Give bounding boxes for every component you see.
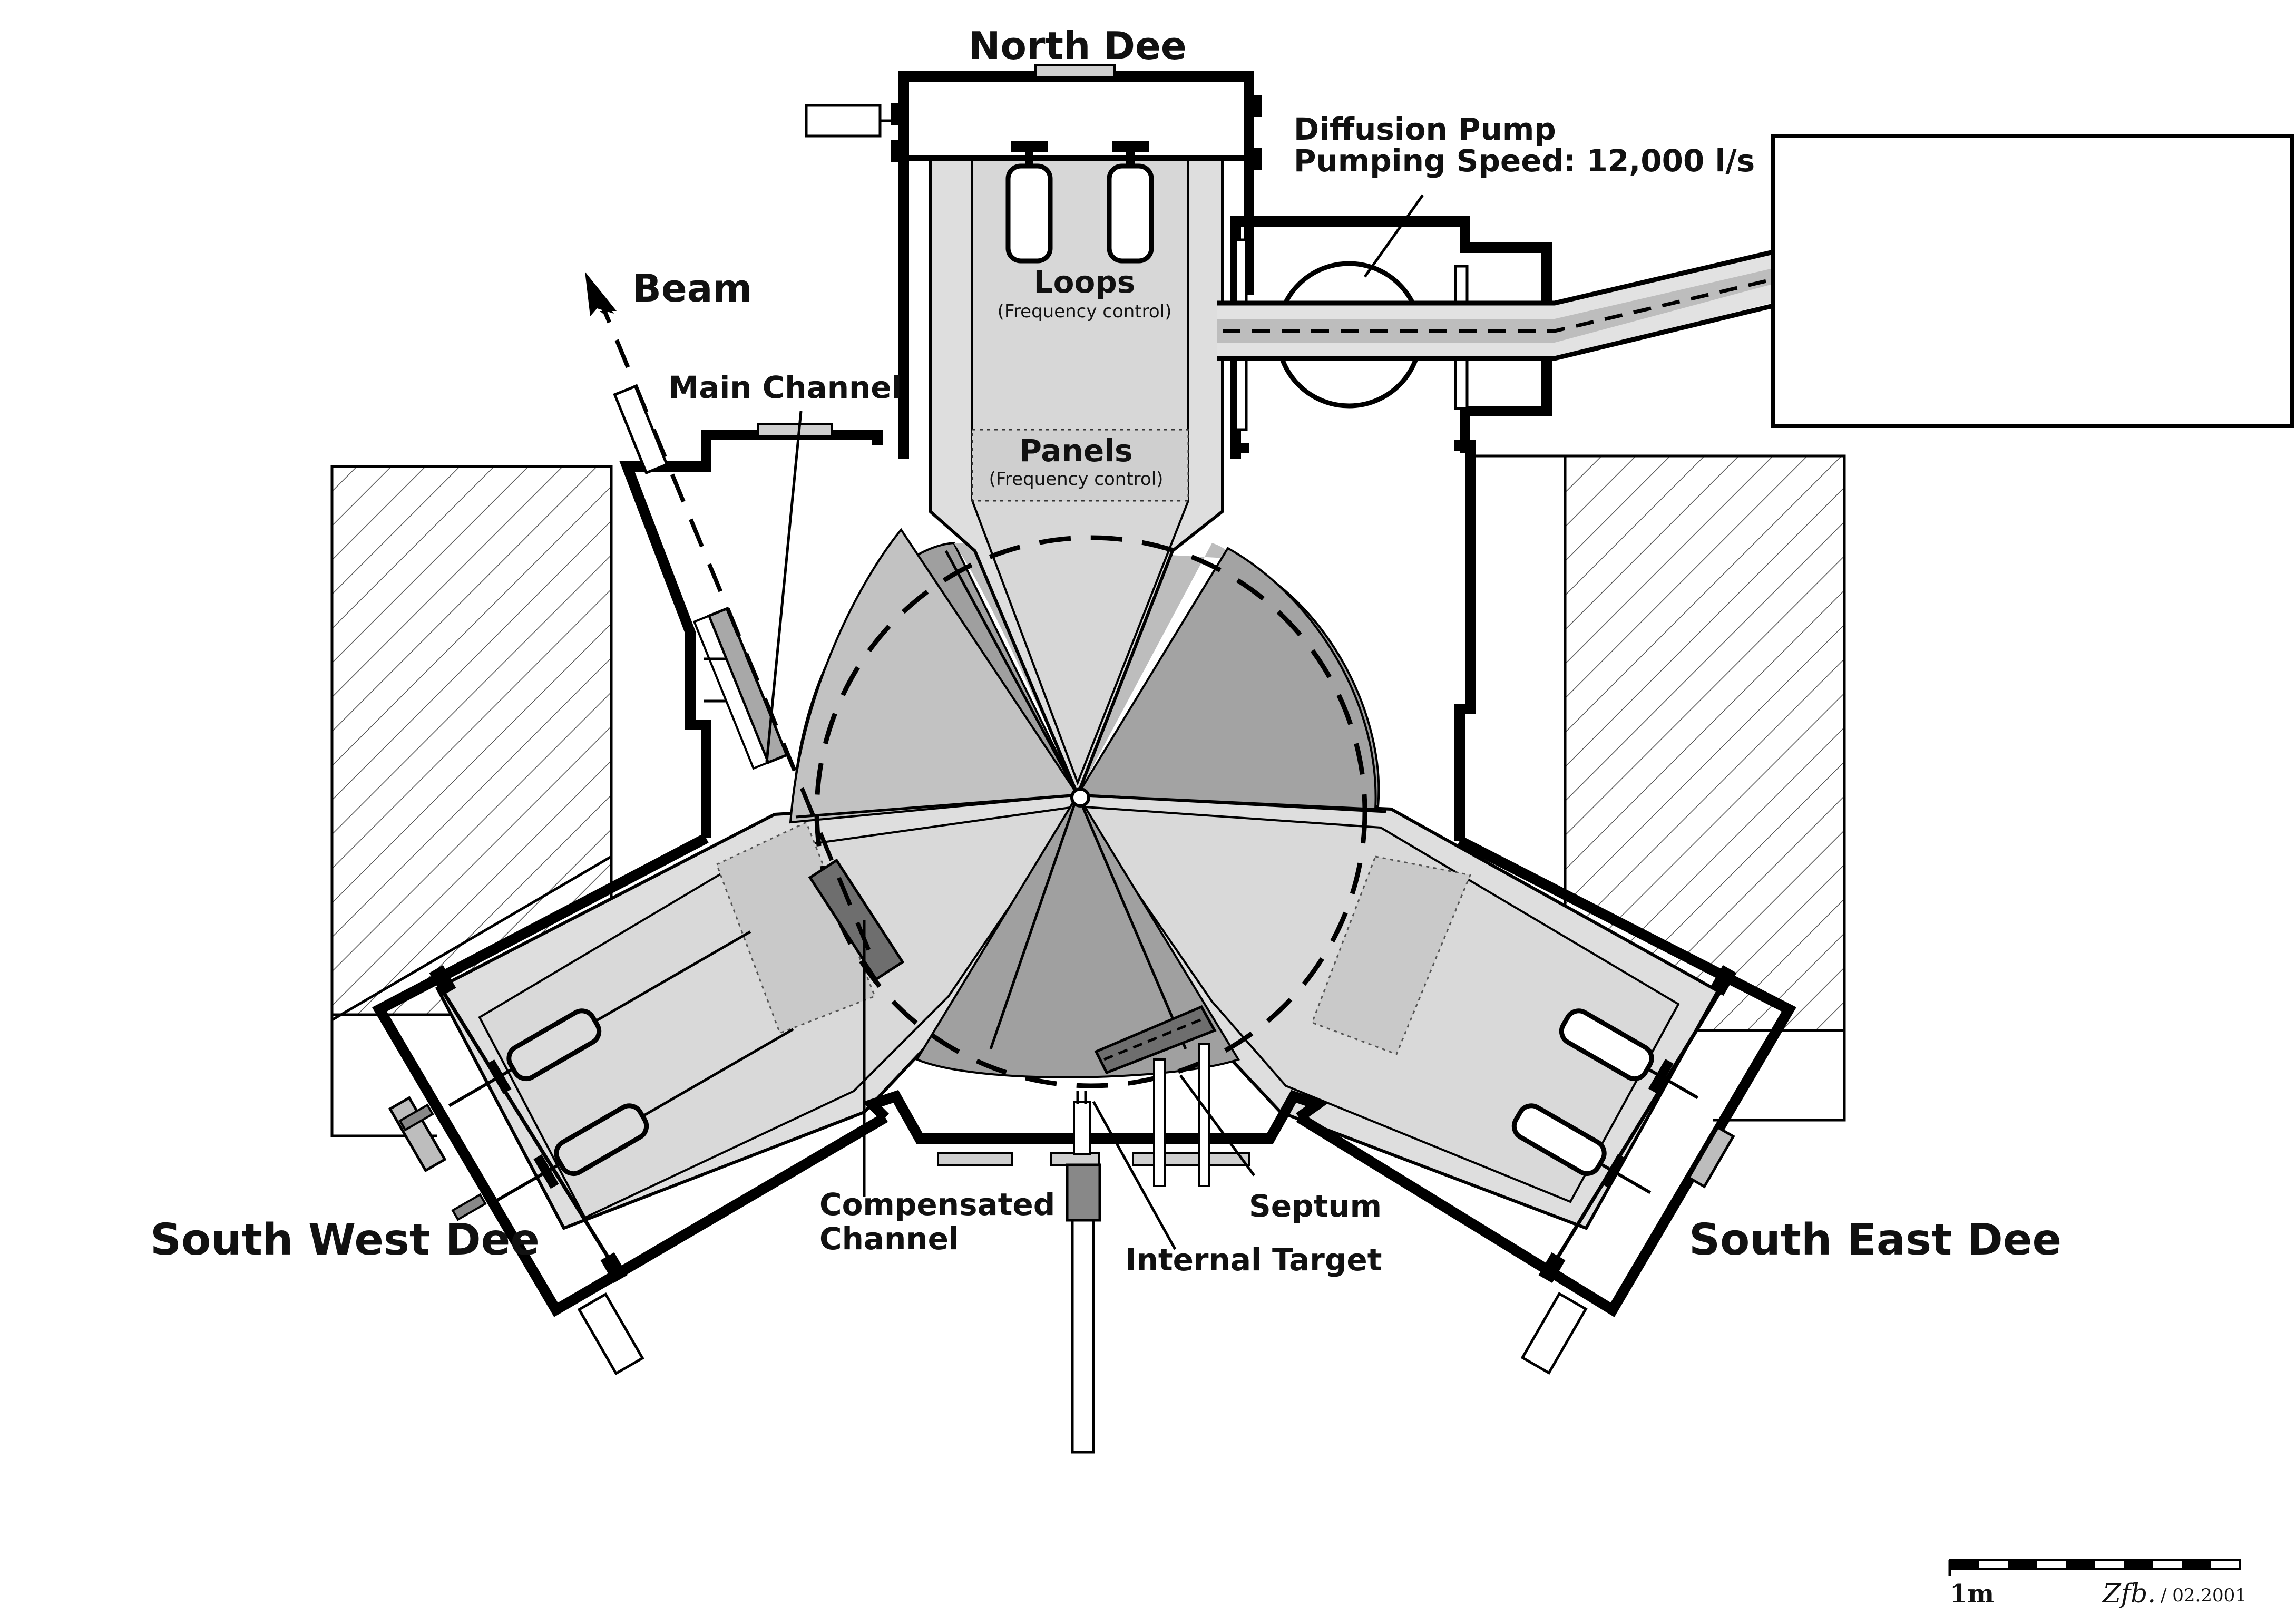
label-compensated-1: Compensated <box>819 1187 1055 1222</box>
diffusion-pump-assembly <box>1217 134 2294 453</box>
label-septum: Septum <box>1249 1188 1382 1224</box>
extraction-path <box>585 271 1256 1250</box>
bottom-ports <box>937 1005 1250 1454</box>
loop-capacitor-1 <box>1005 141 1053 264</box>
magnet-yoke-right <box>1470 454 1846 1122</box>
scale-label: 1m <box>1950 1579 1994 1609</box>
south-east-dee-housing <box>1296 836 1796 1375</box>
label-pump-line1: Diffusion Pump <box>1294 111 1556 147</box>
magnet-yoke-left <box>330 465 613 1137</box>
scale-bar: 1m Zfb. / 02.2001 <box>1948 1559 2246 1609</box>
label-pump-line2: Pumping Speed: 12,000 l/s <box>1294 143 1755 179</box>
south-west-dee-housing <box>372 833 1329 1376</box>
pump-box <box>1771 134 2294 428</box>
internal-target-probe <box>1066 1163 1101 1222</box>
se-loop-capacitor-1 <box>1559 1008 1699 1100</box>
compensated-channel <box>808 858 905 981</box>
author-signature: Zfb. <box>2102 1578 2156 1609</box>
loop-capacitor-2 <box>1107 141 1154 264</box>
label-beam: Beam <box>632 266 752 310</box>
label-main-channel: Main Channel <box>668 370 902 405</box>
label-compensated-2: Channel <box>819 1221 959 1257</box>
label-loops-note: (Frequency control) <box>998 301 1172 322</box>
se-loop-capacitor-2 <box>1511 1103 1652 1194</box>
sw-loop-capacitor-1 <box>448 930 751 1107</box>
label-north-dee: North Dee <box>969 24 1186 68</box>
label-south-east-dee: South East Dee <box>1689 1215 2061 1265</box>
drawing-date: / 02.2001 <box>2161 1585 2246 1606</box>
beam-arrow-icon <box>586 273 617 315</box>
north-dee-housing <box>805 64 1262 459</box>
label-panels-note: (Frequency control) <box>989 469 1164 490</box>
label-internal-target: Internal Target <box>1125 1242 1382 1278</box>
label-south-west-dee: South West Dee <box>150 1215 540 1265</box>
label-panels: Panels <box>1019 433 1132 469</box>
main-channel <box>692 606 789 770</box>
sw-loop-capacitor-2 <box>491 1028 794 1205</box>
label-loops: Loops <box>1034 264 1136 300</box>
